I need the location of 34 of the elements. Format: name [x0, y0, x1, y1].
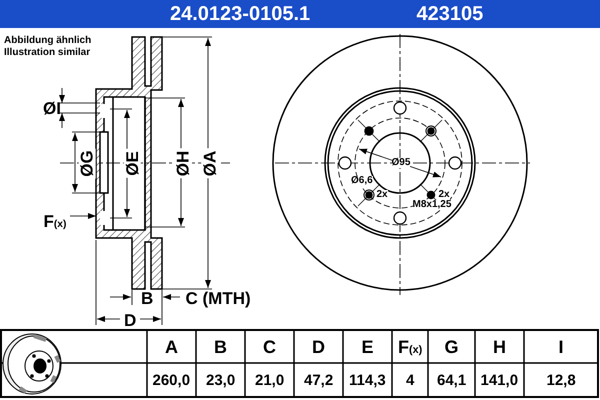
column-header: B: [214, 338, 227, 356]
table-cell: 21,0: [255, 372, 284, 388]
note: Abbildung ähnlich: [4, 36, 92, 46]
table-cell: 4: [406, 372, 414, 388]
dimension-label: Ø6,6: [351, 176, 373, 186]
dimension-label: Ø95: [392, 158, 410, 168]
note: Illustration similar: [4, 48, 90, 58]
table-cell: 141,0: [480, 372, 518, 388]
part-number: 423105: [416, 4, 484, 24]
table-cell: 12,8: [546, 372, 576, 388]
column-header: H: [493, 338, 506, 356]
column-header: C: [263, 338, 276, 356]
table-cell: 47,2: [304, 372, 334, 388]
dimension-label: ØH: [174, 148, 192, 178]
dimension-label: ØG: [78, 148, 96, 178]
dimension-label: ØI: [43, 100, 61, 116]
part-number: 24.0123-0105.1: [170, 4, 310, 24]
column-header: D: [312, 338, 325, 356]
dimension-label: ØA: [201, 148, 218, 178]
column-header: E: [362, 338, 374, 356]
dimension-label: B: [141, 290, 154, 306]
dimension-label: 2x: [438, 190, 450, 200]
column-header: I: [558, 338, 564, 356]
column-header: A: [165, 338, 178, 356]
dimension-label: M8x1,25: [412, 200, 452, 210]
column-header: G: [444, 338, 459, 356]
dimension-label: ØE: [123, 148, 140, 178]
table-cell: 23,0: [206, 372, 236, 388]
table-cell: 64,1: [437, 372, 466, 388]
table-cell: 114,3: [349, 372, 386, 388]
table-cell: 260,0: [152, 372, 190, 388]
dimension-label: 2x: [376, 190, 388, 200]
dimension-label: D: [124, 312, 136, 328]
dimension-label: C (MTH): [186, 290, 251, 306]
